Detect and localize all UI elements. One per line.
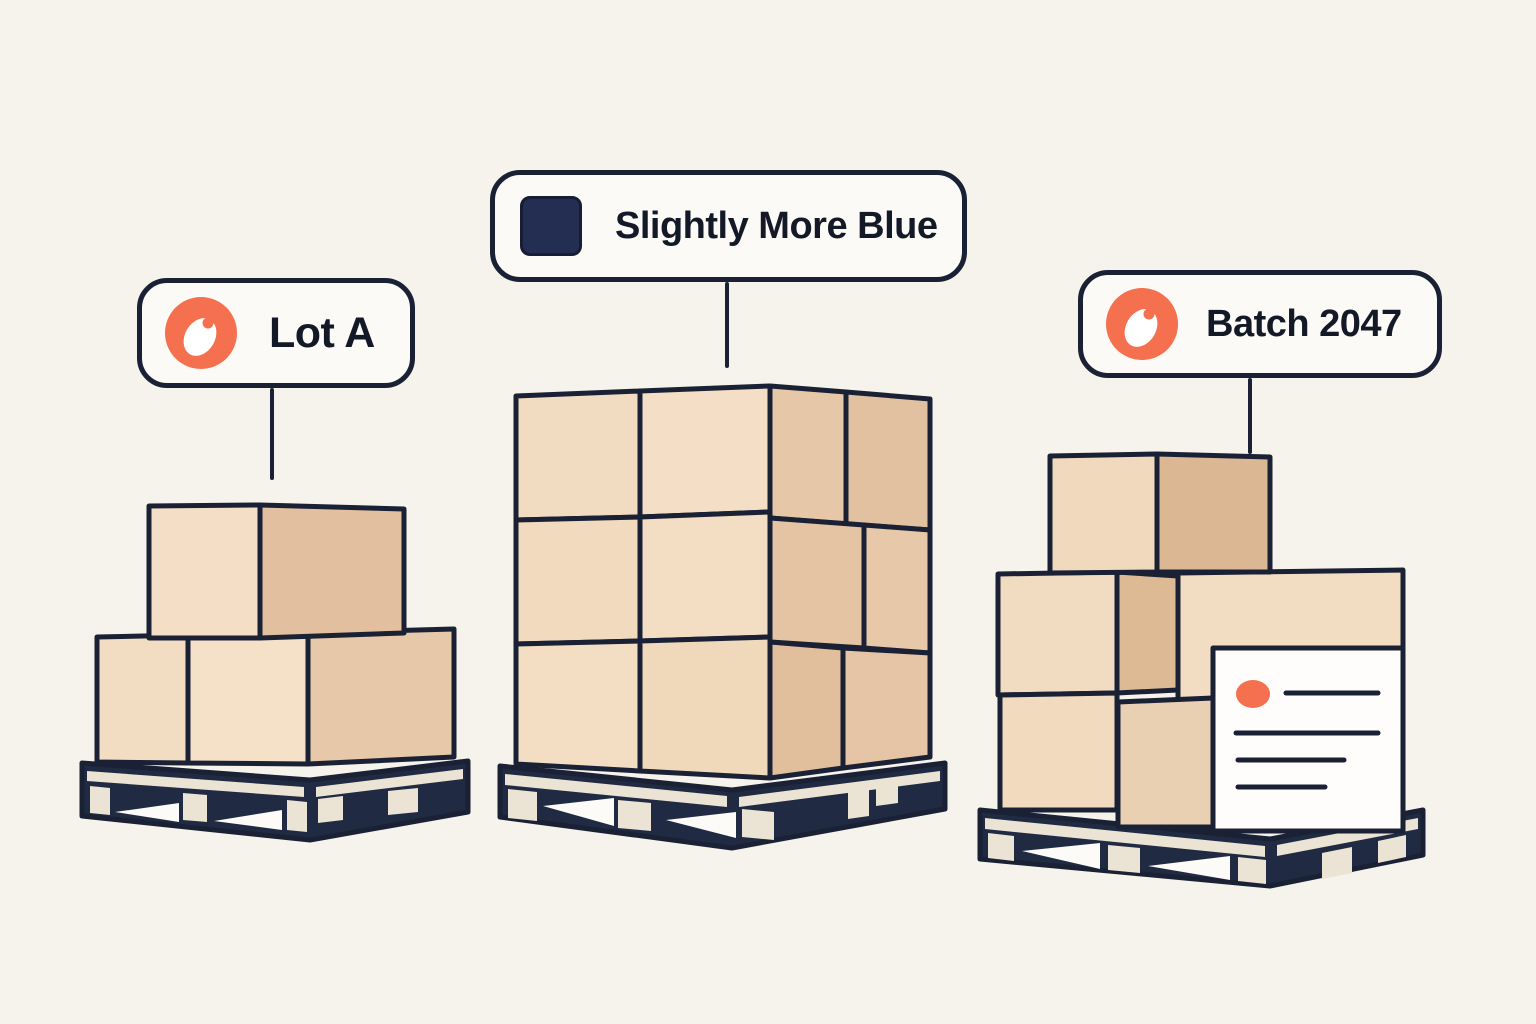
box (840, 645, 933, 771)
pallet-right (977, 807, 1426, 889)
pallet-foot (1322, 847, 1352, 879)
box (513, 514, 643, 647)
callout-batch-2047: Batch 2047 (1078, 270, 1442, 378)
pallet-gap (1148, 856, 1230, 880)
pallet-foot (287, 800, 307, 832)
box (305, 626, 457, 767)
box (1115, 695, 1216, 830)
box (767, 639, 846, 781)
box (861, 522, 933, 656)
pallet-gap (543, 798, 614, 826)
pallet-foot (1378, 835, 1406, 863)
pallet-foot (318, 796, 343, 823)
pallet-gap (115, 803, 179, 822)
box (637, 383, 773, 520)
tag-icon (1106, 288, 1178, 360)
callout-label: Lot A (269, 308, 375, 357)
box (513, 388, 643, 523)
pallet-foot (1238, 857, 1266, 884)
pallet-foot (848, 789, 869, 819)
box (94, 632, 191, 766)
box (1114, 569, 1181, 696)
pallet-foot (876, 785, 898, 806)
callout-slightly-more-blue: Slightly More Blue (490, 170, 967, 282)
callout-connectors (270, 282, 1252, 480)
box (843, 389, 933, 533)
box (185, 629, 311, 767)
box (767, 515, 867, 651)
card-text-lines (1233, 690, 1381, 790)
box (997, 690, 1120, 813)
pallet-slat (316, 769, 463, 797)
box-stack-left (94, 502, 457, 767)
box-stack-middle (513, 383, 933, 781)
pallet-foot (1108, 845, 1140, 873)
box (1154, 451, 1273, 575)
pallet-slat (87, 771, 304, 797)
pallet-left (79, 758, 471, 843)
tag-icon (165, 297, 237, 369)
pallet-gap (214, 810, 282, 830)
pallet-foot (90, 786, 110, 815)
pallet-foot (508, 789, 537, 821)
pallet-foot (618, 800, 651, 831)
callout-label: Batch 2047 (1206, 302, 1402, 345)
box (767, 383, 849, 527)
box (513, 638, 643, 774)
pallet-slat (505, 774, 727, 807)
box (995, 569, 1120, 698)
pallet-slat (985, 818, 1265, 857)
inventory-card (1210, 645, 1406, 834)
box (257, 502, 407, 641)
pallet-slat (739, 771, 940, 807)
card-dot (1236, 680, 1270, 708)
callout-label: Slightly More Blue (615, 204, 938, 247)
pallet-gap (1022, 843, 1100, 869)
box (1047, 451, 1160, 576)
swatch-icon (520, 196, 582, 256)
box (637, 509, 773, 644)
box (146, 502, 263, 641)
pallet-middle (497, 760, 948, 851)
pallet-gap (666, 812, 736, 838)
pallet-foot (988, 833, 1014, 861)
box (637, 634, 773, 781)
pallet-foot (388, 788, 418, 815)
pallet-foot (742, 809, 774, 840)
callout-lot-a: Lot A (137, 278, 415, 388)
pallet-foot (183, 793, 207, 822)
